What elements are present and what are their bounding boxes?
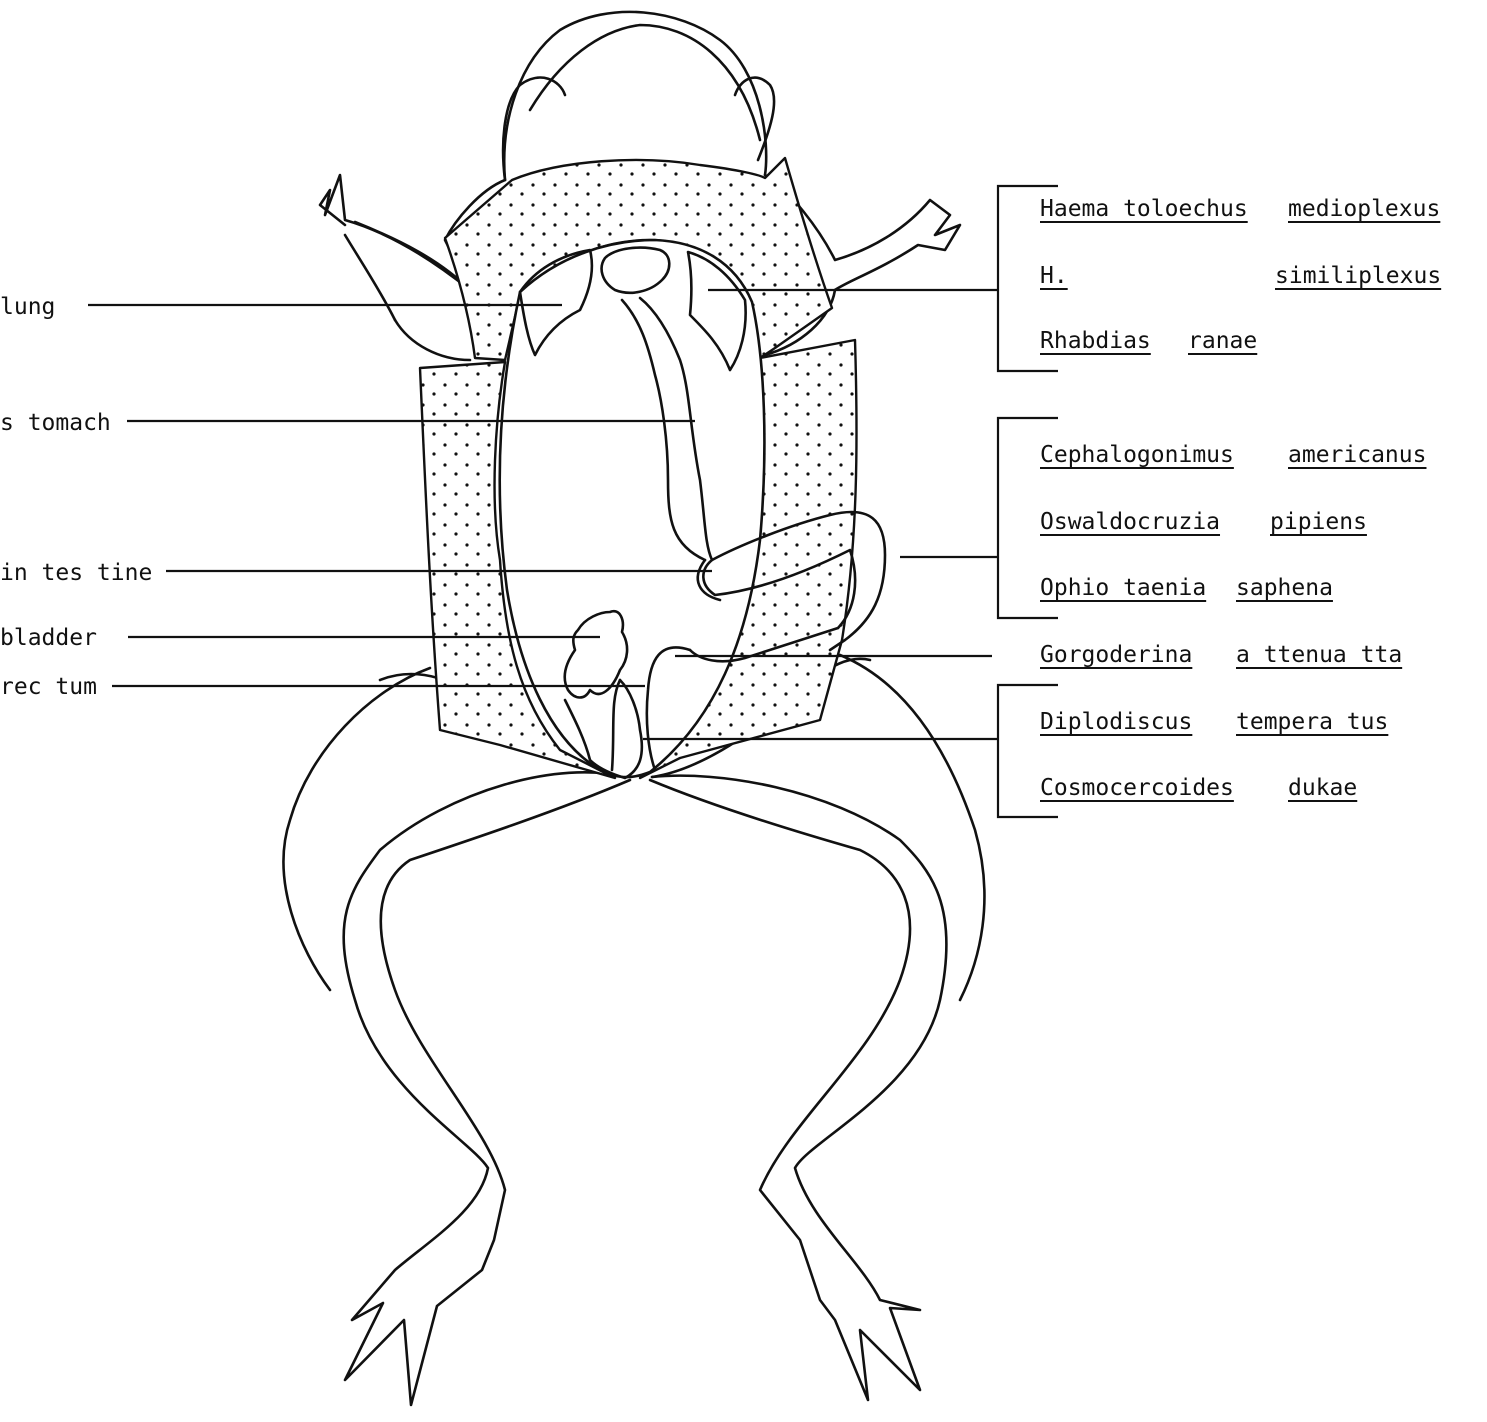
label-intestine: in tes tine <box>0 559 152 587</box>
label-stomach: s tomach <box>0 409 111 437</box>
label-rectum: rec tum <box>0 673 97 701</box>
parasite-species-temperatus: tempera tus <box>1236 708 1388 736</box>
parasite-species-americanus: americanus <box>1288 441 1426 469</box>
parasite-genus-diplodiscus: Diplodiscus <box>1040 708 1192 736</box>
parasite-species-saphena: saphena <box>1236 574 1333 602</box>
label-lung: lung <box>0 293 55 321</box>
parasite-genus-haematoloechus: Haema toloechus <box>1040 195 1248 223</box>
parasite-genus-h-abbrev: H. <box>1040 262 1068 290</box>
parasite-genus-gorgoderina: Gorgoderina <box>1040 641 1192 669</box>
parasite-genus-ophiotaenia: Ophio taenia <box>1040 574 1206 602</box>
parasite-genus-rhabdias: Rhabdias <box>1040 327 1151 355</box>
parasite-species-similiplexus: similiplexus <box>1275 262 1441 290</box>
parasite-genus-cosmocercoides: Cosmocercoides <box>1040 774 1234 802</box>
parasite-species-attenuatta: a ttenua tta <box>1236 641 1402 669</box>
parasite-genus-oswaldocruzia: Oswaldocruzia <box>1040 508 1220 536</box>
parasite-species-medioplexus: medioplexus <box>1288 195 1440 223</box>
label-bladder: bladder <box>0 624 97 652</box>
parasite-species-dukae: dukae <box>1288 774 1357 802</box>
parasite-species-pipiens: pipiens <box>1270 508 1367 536</box>
parasite-species-ranae: ranae <box>1188 327 1257 355</box>
parasite-genus-cephalogonimus: Cephalogonimus <box>1040 441 1234 469</box>
